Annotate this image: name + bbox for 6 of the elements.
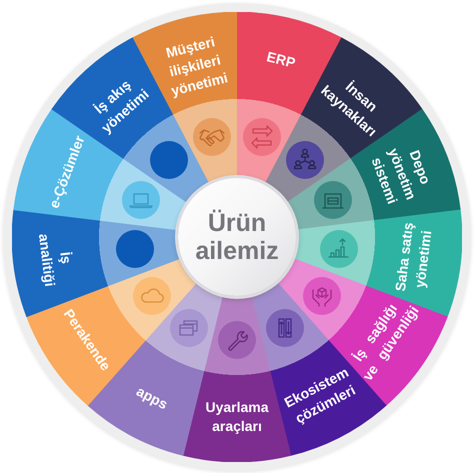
segment-label: apps [133, 382, 172, 414]
segment-label: İş analitiği [35, 232, 76, 290]
segment-label: Uyarlama araçları [204, 398, 270, 436]
center-label: Ürün ailemiz [194, 209, 280, 265]
segment-label: ERP [264, 48, 298, 73]
segment-label: Saha satış yönetimi [390, 220, 436, 295]
